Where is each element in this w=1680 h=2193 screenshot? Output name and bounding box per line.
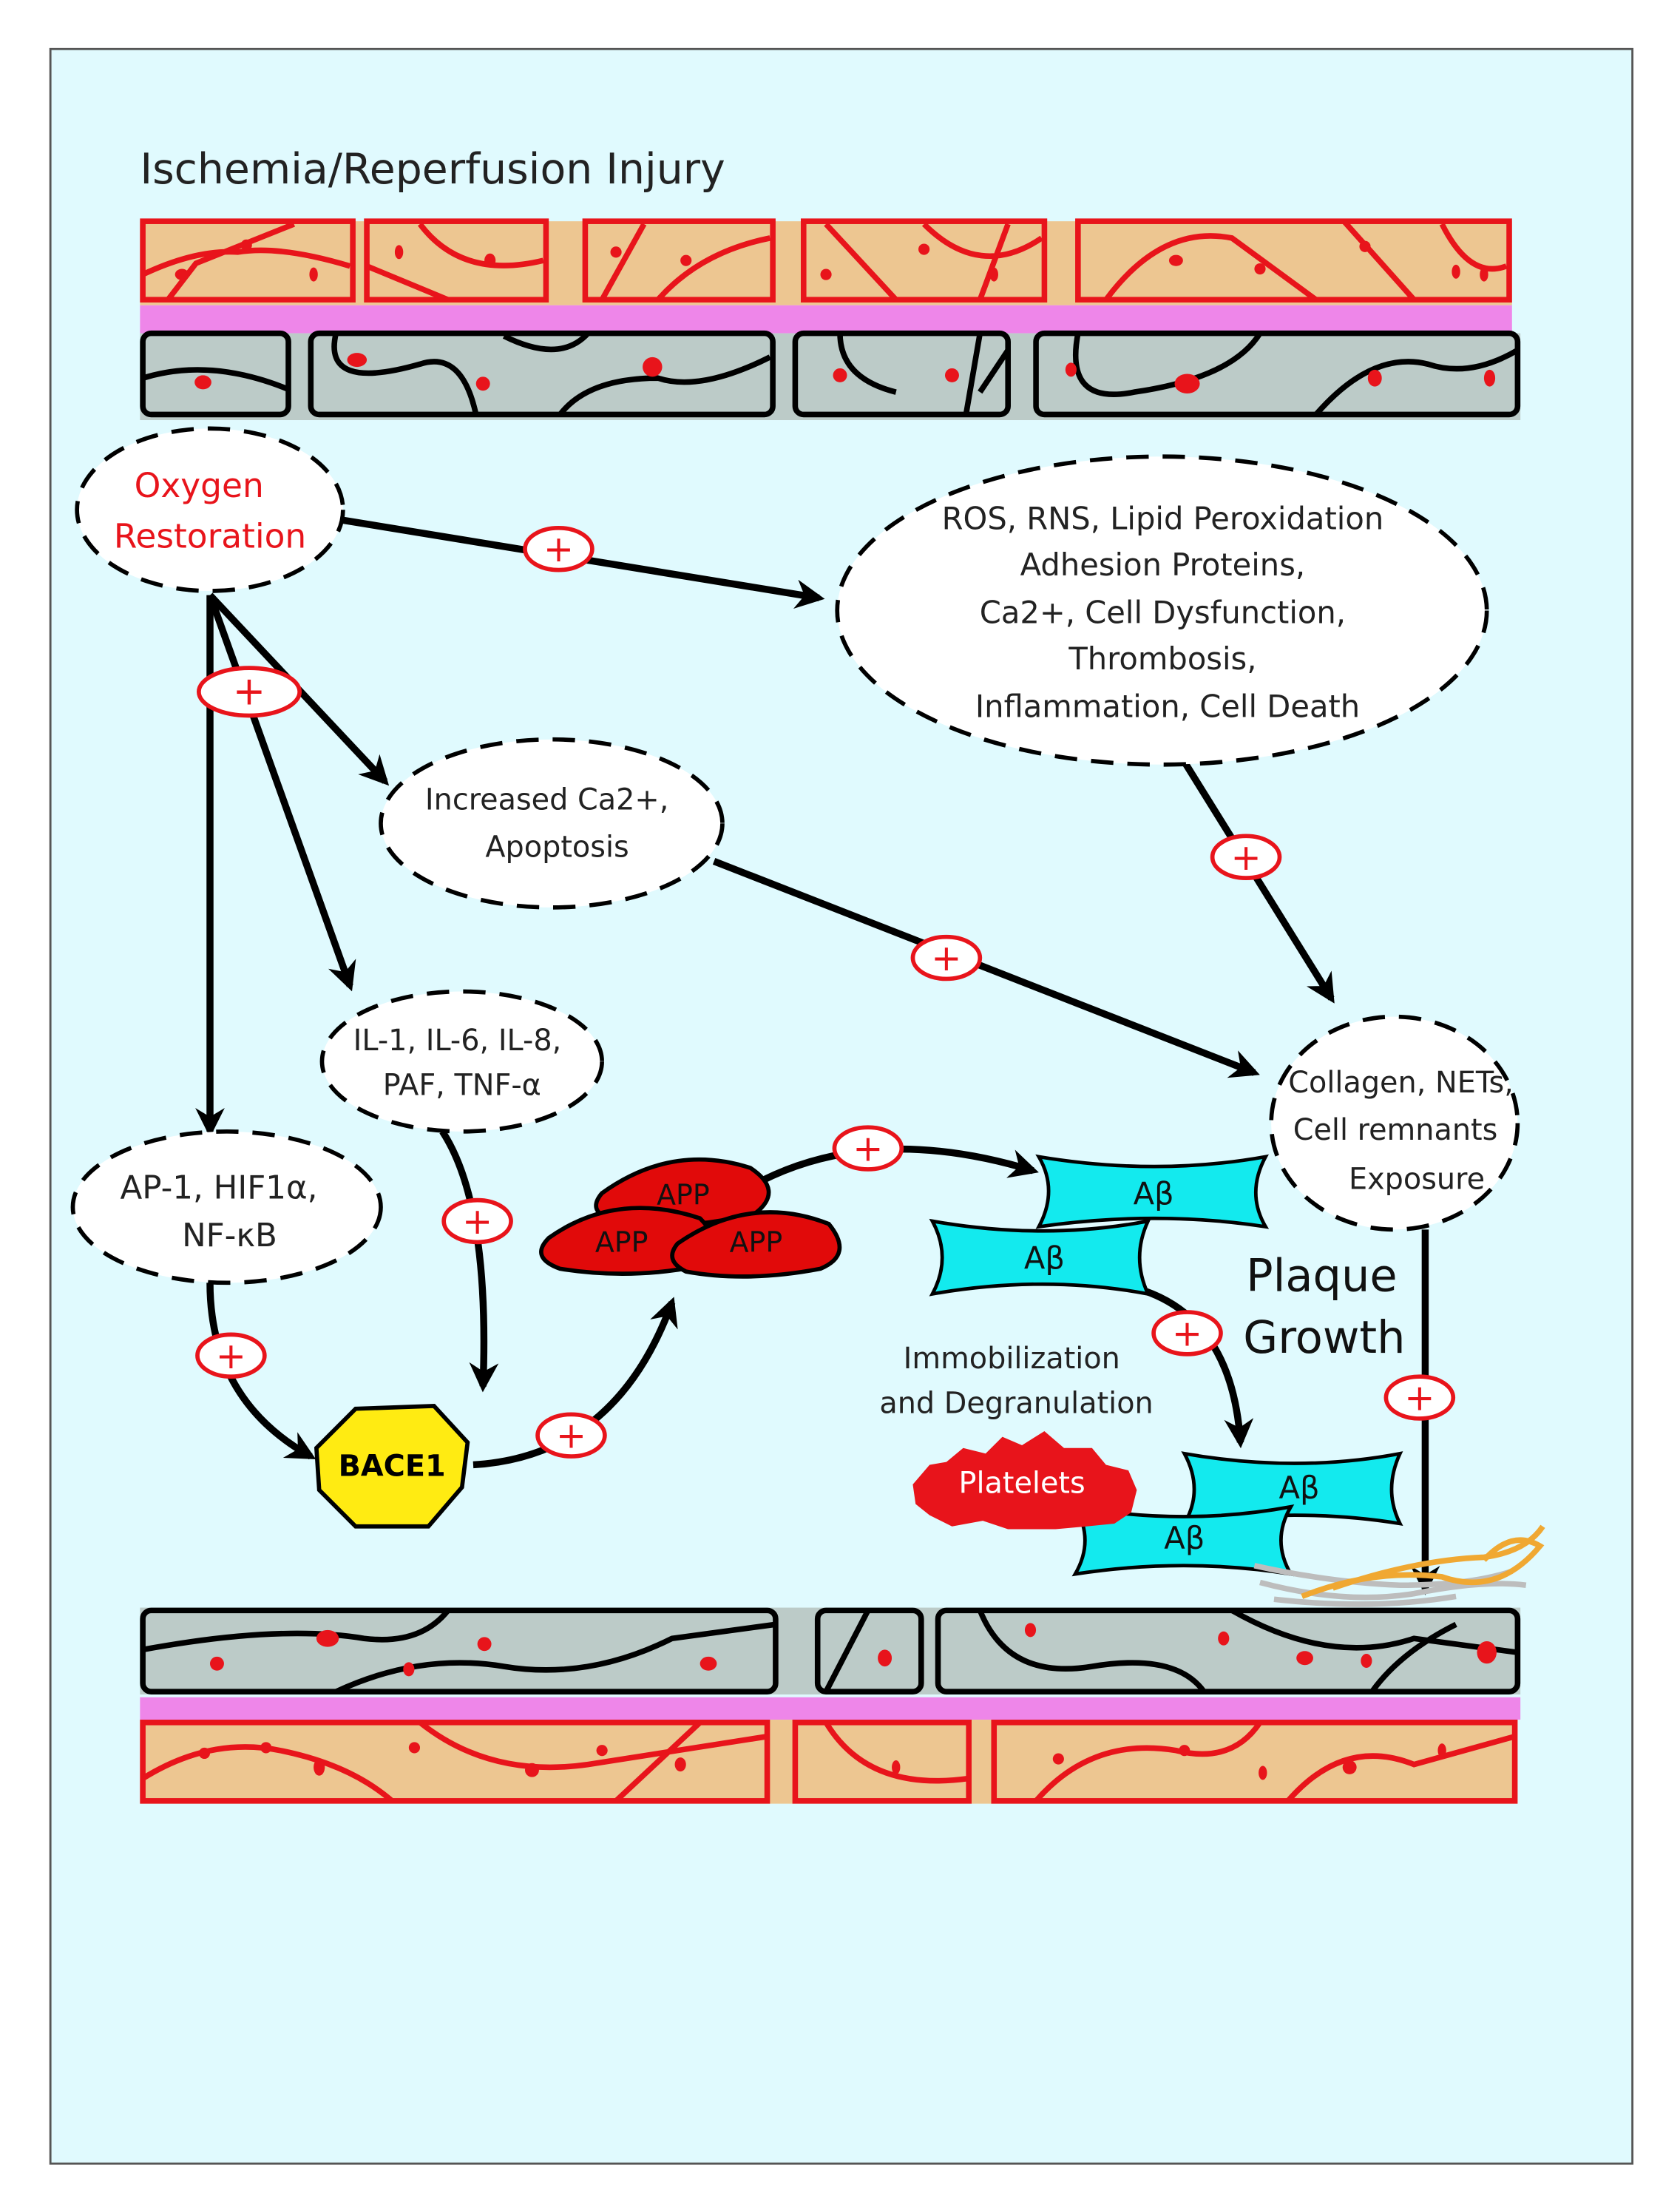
svg-text:Collagen, NETs, Cell rem: Collagen, NETs, Cell remnants Exposure (1288, 1066, 1522, 1197)
abeta-label-3: Aβ (1278, 1470, 1319, 1506)
node-oxygen-restoration: Oxygen Restoration (75, 426, 345, 593)
bottom-vessel-wall (140, 1607, 1521, 1804)
svg-text:Oxygen Restoration: Oxygen Restoration (114, 466, 306, 555)
app-label-2: APP (595, 1226, 648, 1259)
platelets-label: Platelets (959, 1466, 1085, 1500)
endothelium-layer-top (140, 333, 1521, 421)
top-vessel-wall (140, 218, 1521, 421)
abeta-upper-pair: Aβ Aβ (929, 1154, 1270, 1297)
abeta-lower-pair: Aβ Aβ (1071, 1451, 1403, 1577)
svg-text:+: + (216, 1334, 246, 1377)
bace1-enzyme: BACE1 (314, 1404, 470, 1529)
node-collagen-exposure: Collagen, NETs, Cell remnants Exposure (1269, 1014, 1522, 1232)
abeta-label-4: Aβ (1164, 1520, 1205, 1556)
cytokines-line-2: PAF, TNF-α (383, 1069, 541, 1103)
svg-text:+: + (462, 1200, 492, 1243)
calcium-line-1: Increased Ca2+, (425, 783, 668, 817)
membrane-layer-bottom (140, 1697, 1521, 1720)
smooth-muscle-layer-bottom (140, 1720, 1518, 1804)
collagen-line-2: Cell remnants (1293, 1113, 1498, 1147)
oxygen-line-2: Restoration (114, 516, 306, 555)
plaque-line-2: Growth (1243, 1312, 1405, 1364)
ros-line-4: Thrombosis, (1068, 641, 1256, 677)
plus-badge-cytokines-bace1: + (441, 1197, 513, 1245)
ros-line-2: Adhesion Proteins, (1020, 547, 1305, 583)
collagen-fibers (1253, 1524, 1545, 1607)
ap1-line-1: AP-1, HIF1α, (121, 1170, 318, 1207)
calcium-line-2: Apoptosis (485, 831, 629, 865)
plus-badge-collagen-wall: + (1383, 1374, 1456, 1421)
oxygen-line-1: Oxygen (135, 466, 264, 505)
plus-badge-calcium-collagen: + (910, 934, 983, 981)
plus-badge-app-abeta: + (832, 1125, 904, 1172)
bace1-label: BACE1 (339, 1450, 446, 1484)
plaque-growth-label: Plaque Growth (1243, 1251, 1412, 1364)
ap1-line-2: NF-κB (182, 1217, 277, 1254)
plus-badge-abeta-plaque: + (1151, 1310, 1223, 1356)
arrow-ros-to-collagen (1181, 760, 1335, 1004)
plaque-line-1: Plaque (1246, 1251, 1398, 1302)
svg-text:+: + (1404, 1376, 1435, 1419)
svg-text:ROS, RNS, Lipid Peroxidation: ROS, RNS, Lipid Peroxidation Adhesion Pr… (942, 501, 1394, 725)
plus-badge-oxygen-branch: + (197, 666, 302, 718)
abeta-label-2: Aβ (1024, 1240, 1065, 1276)
plus-badges: + + + + + + + + + + (195, 525, 1456, 1459)
app-label-1: APP (657, 1178, 710, 1211)
plus-badge-ros-collagen: + (1210, 834, 1282, 880)
arrow-oxygen-to-cytokines (206, 594, 356, 992)
svg-text:+: + (1172, 1312, 1202, 1355)
app-label-3: APP (730, 1226, 783, 1259)
membrane-layer-top (140, 305, 1512, 334)
platelets-cluster: Platelets (912, 1431, 1137, 1530)
collagen-line-3: Exposure (1349, 1162, 1485, 1196)
plus-badge-ap1-bace1: + (195, 1332, 267, 1379)
plus-badge-bace1-app: + (535, 1412, 607, 1459)
svg-text:+: + (1230, 836, 1261, 879)
svg-text:AP-1, HIF1α, NF-κB: AP-1, HIF1α, NF-κB (121, 1170, 328, 1254)
svg-text:+: + (931, 936, 961, 979)
node-ros-effects: ROS, RNS, Lipid Peroxidation Adhesion Pr… (835, 454, 1489, 767)
diagram-title: Ischemia/Reperfusion Injury (140, 145, 725, 194)
node-ap1-hif-nfkb: AP-1, HIF1α, NF-κB (70, 1129, 383, 1285)
immobilization-label: Immobilization and Degranulation (879, 1342, 1153, 1421)
svg-text:Increased Ca2+, Apoptosi: Increased Ca2+, Apoptosis (425, 783, 678, 864)
ros-line-1: ROS, RNS, Lipid Peroxidation (942, 501, 1384, 537)
arrow-ap1-to-bace1 (206, 1283, 316, 1460)
node-increased-calcium: Increased Ca2+, Apoptosis (379, 737, 725, 910)
app-cluster: APP APP APP (539, 1157, 842, 1279)
svg-text:+: + (853, 1127, 883, 1170)
svg-text:+: + (543, 527, 574, 570)
immobilization-line-1: Immobilization (904, 1342, 1120, 1376)
plus-badge-oxygen-ros: + (523, 525, 595, 572)
svg-text:+: + (233, 668, 265, 714)
collagen-line-1: Collagen, NETs, (1288, 1066, 1514, 1100)
cytokines-line-1: IL-1, IL-6, IL-8, (353, 1024, 562, 1058)
ros-line-5: Inflammation, Cell Death (975, 688, 1360, 724)
node-cytokines: IL-1, IL-6, IL-8, PAF, TNF-α (319, 989, 604, 1134)
ros-line-3: Ca2+, Cell Dysfunction, (980, 595, 1346, 631)
abeta-label-1: Aβ (1134, 1175, 1174, 1212)
arrow-calcium-to-collagen (712, 858, 1260, 1078)
svg-text:IL-1, IL-6, IL-8, PAF, T: IL-1, IL-6, IL-8, PAF, TNF-α (353, 1024, 571, 1103)
immobilization-line-2: and Degranulation (879, 1386, 1153, 1420)
svg-text:+: + (556, 1414, 586, 1457)
